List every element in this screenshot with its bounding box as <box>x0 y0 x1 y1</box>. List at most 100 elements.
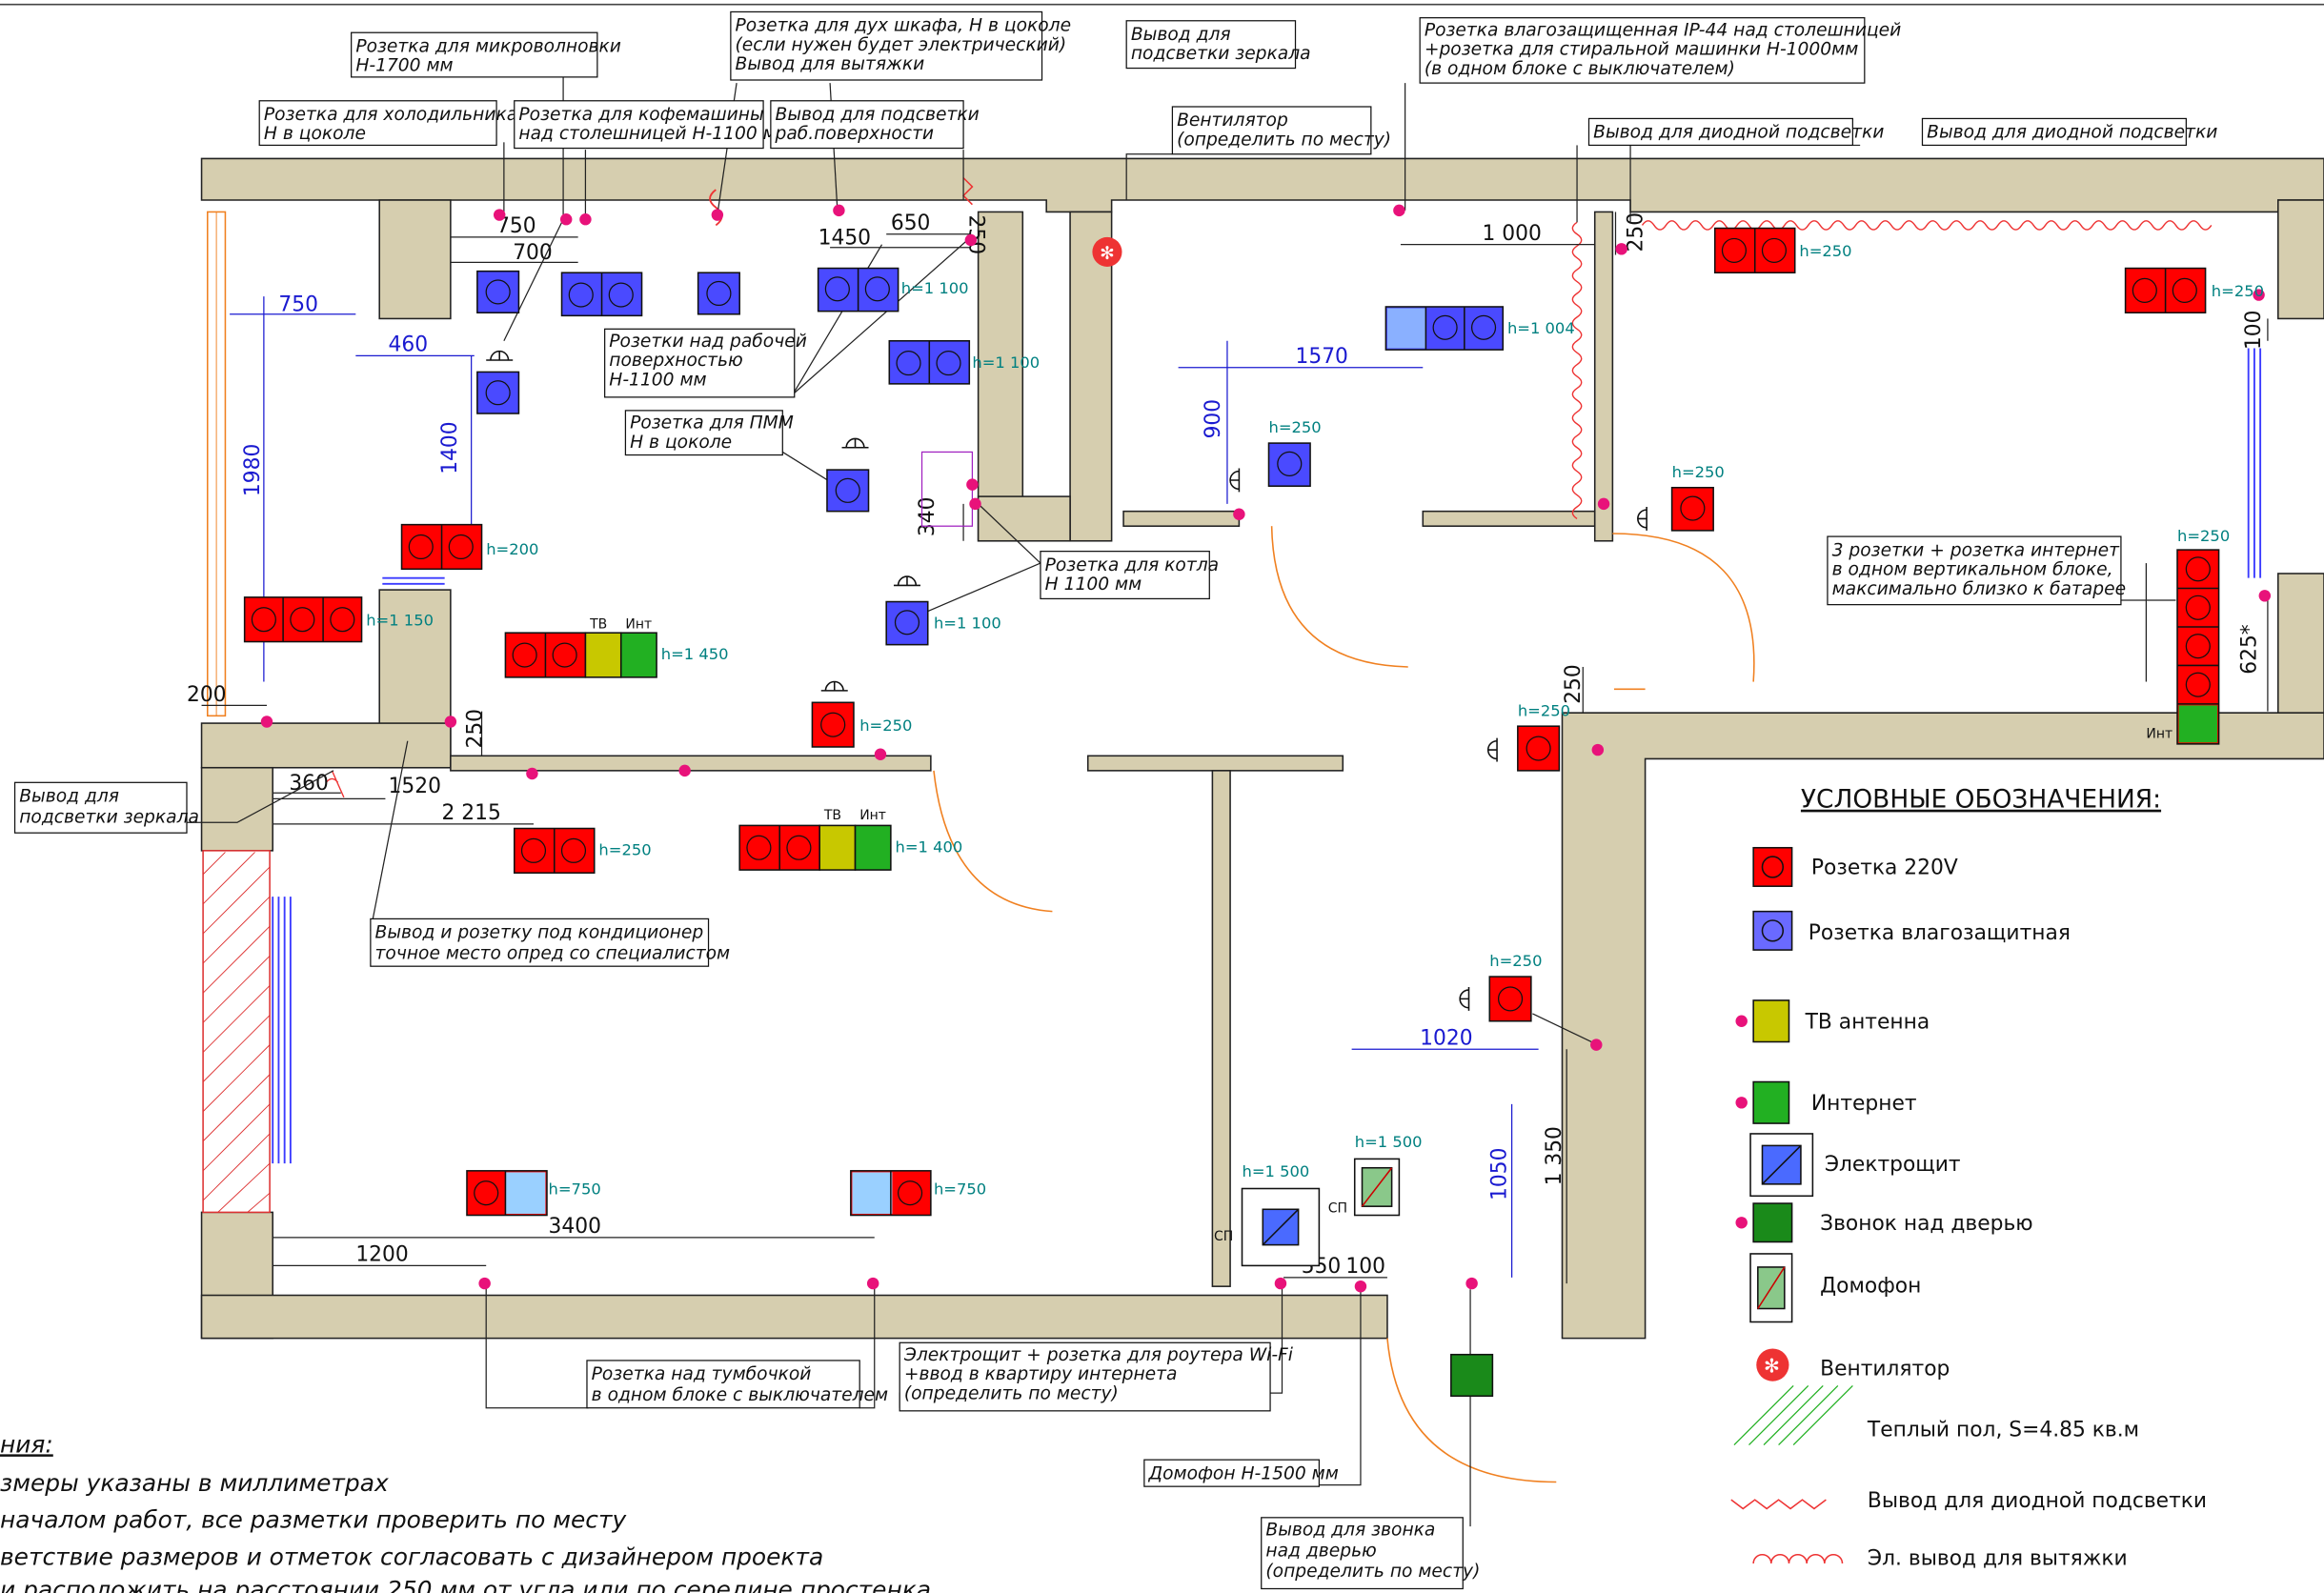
callout-oven: Розетка для дух шкафа, Н в цоколе(если н… <box>736 16 1072 74</box>
dim-label: 650 <box>891 212 931 235</box>
legend-item: Розетка 220V <box>1811 857 1958 880</box>
dim-label: 250 <box>464 709 488 749</box>
height-label: h=1 100 <box>901 279 969 297</box>
markers <box>260 204 2272 1293</box>
height-label: h=250 <box>859 716 912 735</box>
height-label: h=1 450 <box>661 645 729 663</box>
outlet-220v <box>243 227 2220 1217</box>
tag-net: Инт <box>859 808 886 823</box>
height-labels: h=1 100 h=1 100 h=1 004 h=250 h=250 h=25… <box>366 242 2264 1199</box>
dim-label: 1 350 <box>1543 1126 1566 1185</box>
height-label: h=250 <box>2177 527 2230 545</box>
height-label: h=250 <box>598 841 651 859</box>
tag-tv: ТВ <box>589 617 607 633</box>
note-line: и расположить на расстоянии 250 мм от уг… <box>0 1576 931 1593</box>
legend-item: Интернет <box>1811 1092 1917 1116</box>
height-label: h=250 <box>2212 282 2264 300</box>
dim-label: 1520 <box>389 775 441 798</box>
dim-label: 625* <box>2237 624 2261 675</box>
dim-blue: 1050 <box>1487 1148 1511 1200</box>
tag-sp: СП <box>1214 1229 1233 1244</box>
dim-blue: 1570 <box>1296 345 1348 369</box>
height-label: h=250 <box>1269 418 1322 436</box>
outlets: ✻ <box>243 204 2272 1398</box>
dim-label: 250 <box>1624 212 1647 252</box>
notes-title: ния: <box>0 1430 53 1458</box>
legend-item: Звонок над дверью <box>1820 1212 2032 1236</box>
height-label: h=1 500 <box>1243 1162 1310 1180</box>
height-label: h=750 <box>934 1180 986 1199</box>
callout-intercom: Домофон Н-1500 мм <box>1148 1463 1339 1483</box>
legend-item: Теплый пол, S=4.85 кв.м <box>1867 1418 2139 1442</box>
svg-text:✻: ✻ <box>1100 244 1115 264</box>
legend-title: УСЛОВНЫЕ ОБОЗНАЧЕНИЯ: <box>1801 785 2161 815</box>
dim-blue: 460 <box>389 333 429 357</box>
dim-label: 1450 <box>818 227 871 251</box>
dim-label: 1200 <box>355 1243 408 1267</box>
height-label: h=1 100 <box>934 615 1001 633</box>
dim-blue: 750 <box>278 293 318 317</box>
note-line: началом работ, все разметки проверить по… <box>0 1506 626 1534</box>
note-line: ветствие размеров и отметок согласовать … <box>0 1543 823 1571</box>
tag-net: Инт <box>625 617 652 633</box>
height-label: h=250 <box>1518 701 1570 719</box>
height-label: h=1 004 <box>1507 319 1575 337</box>
legend-item: Электрощит <box>1825 1153 1961 1177</box>
callout-diode-1: Вывод для диодной подсветки <box>1593 123 1884 143</box>
dim-label: 2 215 <box>442 801 501 825</box>
legend-item: Розетка влагозащитная <box>1809 921 2071 945</box>
legend-item: Домофон <box>1820 1274 1921 1298</box>
dim-label: 200 <box>187 683 227 707</box>
dim-label: 250 <box>963 215 987 255</box>
height-label: h=250 <box>1489 952 1542 970</box>
dim-label: 250 <box>1562 664 1586 704</box>
height-label: h=200 <box>486 540 538 558</box>
tag-net: Инт <box>2146 727 2172 742</box>
callout-panel: Электрощит + розетка для роутера Wi-Fi+в… <box>903 1345 1294 1403</box>
notes: ния: змеры указаны в миллиметрах началом… <box>0 1430 931 1593</box>
dim-blue: 900 <box>1202 399 1225 439</box>
dim-label: 1 000 <box>1482 222 1541 246</box>
callout-diode-2: Вывод для диодной подсветки <box>1927 123 2217 143</box>
dimension-lines <box>201 212 2269 1284</box>
height-label: h=750 <box>549 1180 601 1199</box>
height-label: h=1 150 <box>366 611 434 629</box>
legend: УСЛОВНЫЕ ОБОЗНАЧЕНИЯ: ✻ Розетка 220V Роз… <box>1730 785 2207 1571</box>
callout-vent: Вентилятор(определить по месту) <box>1177 111 1391 150</box>
dim-label: 100 <box>2242 311 2266 351</box>
tag-sp: СП <box>1328 1200 1347 1216</box>
outlet-waterproof <box>476 267 1505 646</box>
legend-item: Вывод для диодной подсветки <box>1868 1489 2207 1513</box>
dim-blue: 1020 <box>1420 1027 1472 1051</box>
height-label: h=250 <box>1672 463 1725 481</box>
svg-text:340: 340 <box>916 497 940 537</box>
legend-item: ТВ антенна <box>1805 1011 1930 1035</box>
walls <box>200 157 2324 1483</box>
dim-label: 700 <box>513 241 553 265</box>
tag-tv: ТВ <box>823 808 841 823</box>
svg-text:✻: ✻ <box>1764 1354 1780 1377</box>
tags: ТВ Инт ТВ Инт Инт СП СП <box>589 617 2172 1244</box>
height-label: h=250 <box>1799 242 1851 260</box>
dim-blue: 1980 <box>241 444 265 496</box>
legend-item: Эл. вывод для вытяжки <box>1868 1547 2128 1571</box>
dim-label: 100 <box>1345 1255 1385 1279</box>
dim-blue: 1400 <box>438 421 462 474</box>
height-label: h=1 500 <box>1355 1133 1423 1151</box>
legend-item: Вентилятор <box>1820 1358 1950 1381</box>
height-label: h=1 400 <box>896 837 963 856</box>
